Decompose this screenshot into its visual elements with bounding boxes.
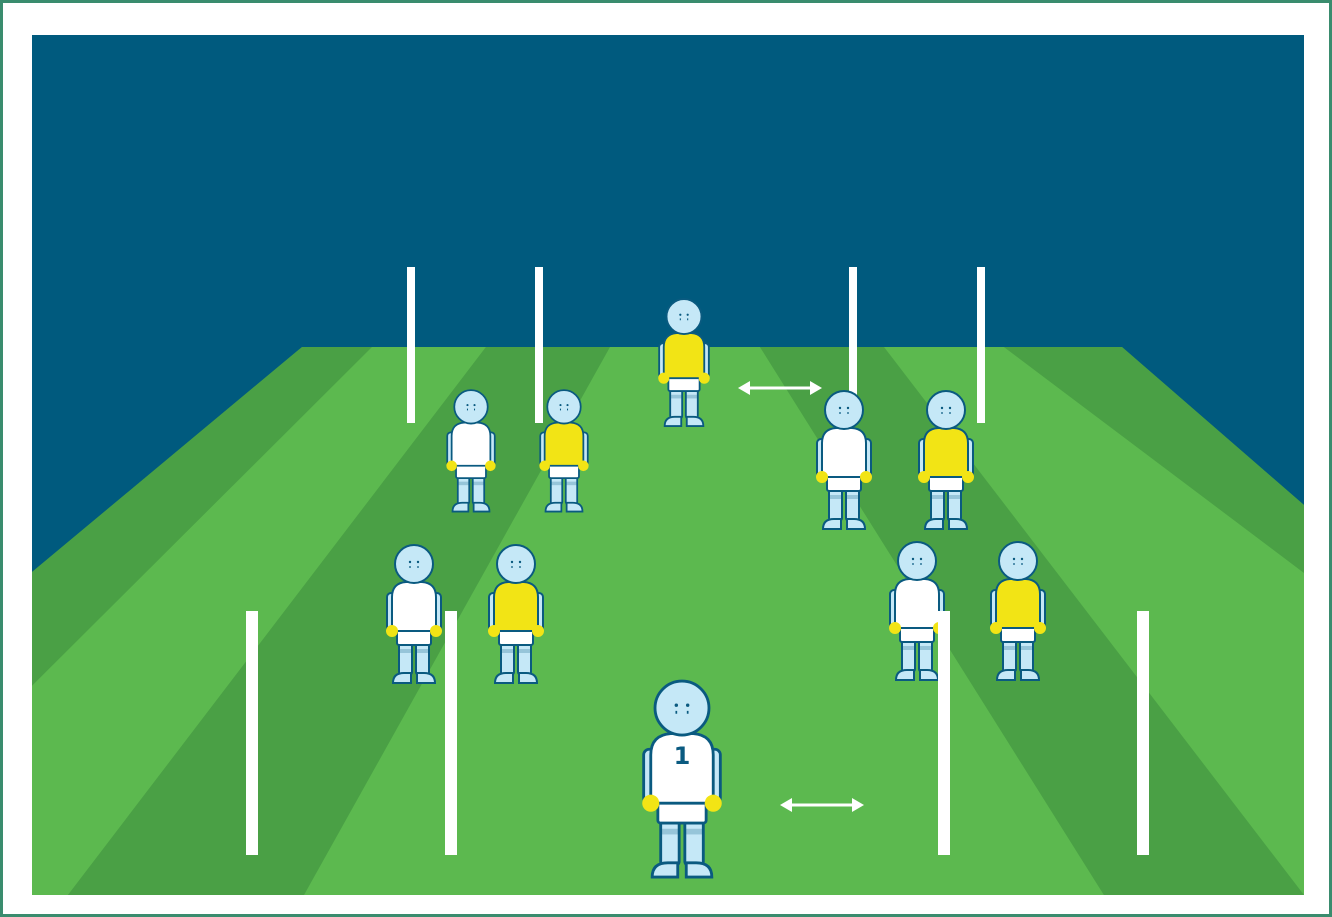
goal-post bbox=[977, 267, 985, 423]
goal-post bbox=[445, 611, 457, 855]
goalkeeper-number: 1 bbox=[674, 742, 691, 770]
goal-post bbox=[246, 611, 258, 855]
goal-post bbox=[1137, 611, 1149, 855]
goal-post bbox=[407, 267, 415, 423]
training-drill-diagram: .shirt{fill:var(--shirt,#fff);stroke:#0a… bbox=[32, 35, 1304, 895]
goal-post bbox=[535, 267, 543, 423]
diagram-card: .shirt{fill:var(--shirt,#fff);stroke:#0a… bbox=[3, 3, 1329, 914]
goal-post bbox=[938, 611, 950, 855]
pitch-scene: .shirt{fill:var(--shirt,#fff);stroke:#0a… bbox=[32, 35, 1304, 895]
